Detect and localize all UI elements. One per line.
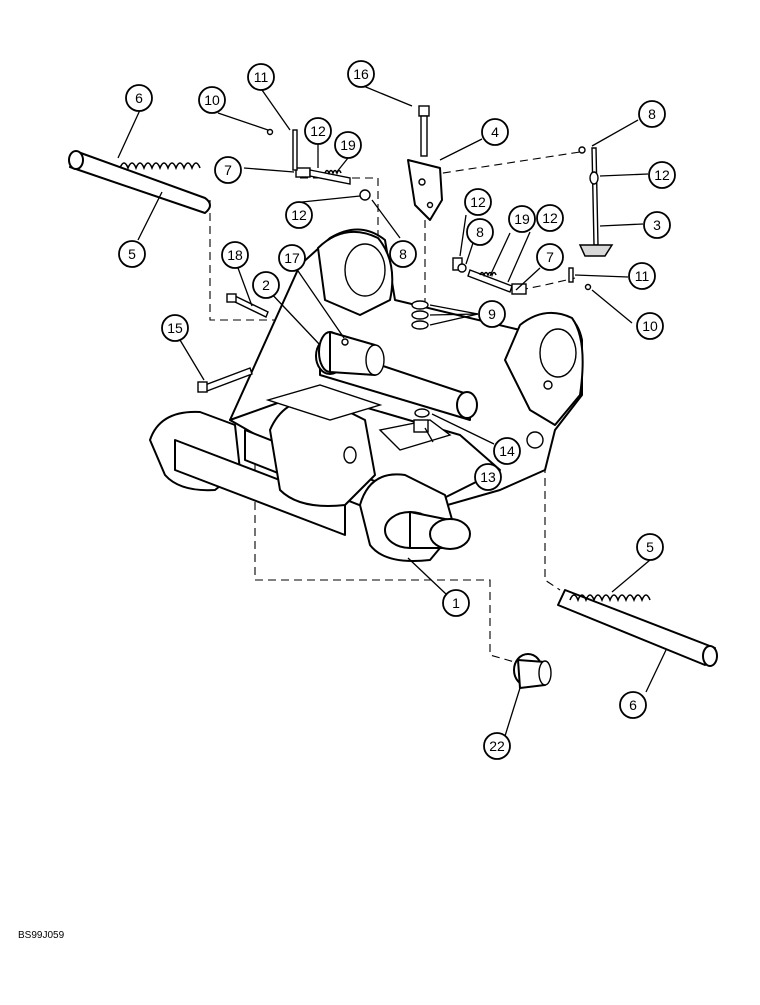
flange-tube-assembly: [318, 331, 385, 376]
callout-11a: 11: [247, 63, 275, 91]
callout-4: 4: [481, 118, 509, 146]
svg-text:14: 14: [499, 443, 515, 459]
callout-12d: 12: [536, 204, 564, 232]
callout-14: 14: [493, 437, 521, 465]
svg-text:1: 1: [452, 595, 460, 611]
svg-text:13: 13: [480, 469, 496, 485]
callout-6a: 6: [125, 84, 153, 112]
svg-text:18: 18: [227, 247, 243, 263]
callout-17: 17: [278, 244, 306, 272]
callout-18: 18: [221, 241, 249, 269]
bolt-18: [226, 293, 269, 318]
svg-text:15: 15: [167, 320, 183, 336]
callout-11b: 11: [628, 262, 656, 290]
bolt-15: [197, 367, 253, 393]
callout-7a: 7: [214, 156, 242, 184]
lever-plate: [407, 159, 443, 221]
callout-5a: 5: [118, 240, 146, 268]
svg-text:8: 8: [399, 246, 407, 262]
callout-12c: 12: [464, 188, 492, 216]
callout-16: 16: [347, 60, 375, 88]
svg-text:8: 8: [648, 106, 656, 122]
release-handle: [578, 146, 614, 257]
svg-text:11: 11: [635, 268, 650, 284]
callout-2: 2: [252, 271, 280, 299]
svg-text:2: 2: [262, 277, 270, 293]
callout-3: 3: [643, 211, 671, 239]
linkage-right: [452, 257, 592, 295]
svg-text:9: 9: [488, 306, 496, 322]
callout-8b: 8: [466, 218, 494, 246]
lock-pin-right: [557, 589, 718, 667]
svg-text:5: 5: [646, 539, 654, 555]
svg-text:12: 12: [310, 123, 326, 139]
svg-text:17: 17: [284, 250, 300, 266]
callout-8a: 8: [389, 240, 417, 268]
svg-text:6: 6: [135, 90, 143, 106]
callout-15: 15: [161, 314, 189, 342]
figure-code: BS99J059: [18, 930, 65, 941]
svg-text:8: 8: [476, 224, 484, 240]
callout-19b: 19: [508, 205, 536, 233]
svg-text:3: 3: [653, 217, 661, 233]
callout-12b: 12: [285, 201, 313, 229]
lock-pin-left: [68, 150, 211, 214]
callout-12a: 12: [304, 117, 332, 145]
svg-text:7: 7: [546, 249, 554, 265]
linkage-left: [266, 128, 371, 201]
bushing: [513, 653, 552, 689]
callout-22: 22: [483, 732, 511, 760]
callout-12e: 12: [648, 161, 676, 189]
svg-text:12: 12: [654, 167, 670, 183]
callout-7b: 7: [536, 243, 564, 271]
callout-6b: 6: [619, 691, 647, 719]
svg-text:10: 10: [642, 318, 658, 334]
callout-19a: 19: [334, 131, 362, 159]
svg-text:10: 10: [204, 92, 220, 108]
svg-text:12: 12: [291, 207, 307, 223]
callout-5b: 5: [636, 533, 664, 561]
svg-text:19: 19: [340, 137, 356, 153]
svg-text:11: 11: [254, 69, 269, 85]
callout-13: 13: [474, 463, 502, 491]
svg-text:12: 12: [470, 194, 486, 210]
svg-text:5: 5: [128, 246, 136, 262]
svg-text:16: 16: [353, 66, 369, 82]
washer-stack: [411, 300, 430, 433]
callout-10a: 10: [198, 86, 226, 114]
svg-text:4: 4: [491, 124, 499, 140]
svg-text:19: 19: [514, 211, 530, 227]
callouts: 1 2 3 4 5 5 6 6 7 7 8 8 8 9 10 10 11 11 …: [118, 60, 676, 760]
bolt-16: [418, 105, 430, 157]
svg-text:12: 12: [542, 210, 558, 226]
svg-text:22: 22: [489, 738, 505, 754]
svg-text:7: 7: [224, 162, 232, 178]
callout-1: 1: [442, 589, 470, 617]
callout-10b: 10: [636, 312, 664, 340]
callout-8c: 8: [638, 100, 666, 128]
callout-9: 9: [478, 300, 506, 328]
svg-text:6: 6: [629, 697, 637, 713]
leader-lines: [117, 84, 667, 737]
quick-coupler-frame: [149, 228, 584, 562]
